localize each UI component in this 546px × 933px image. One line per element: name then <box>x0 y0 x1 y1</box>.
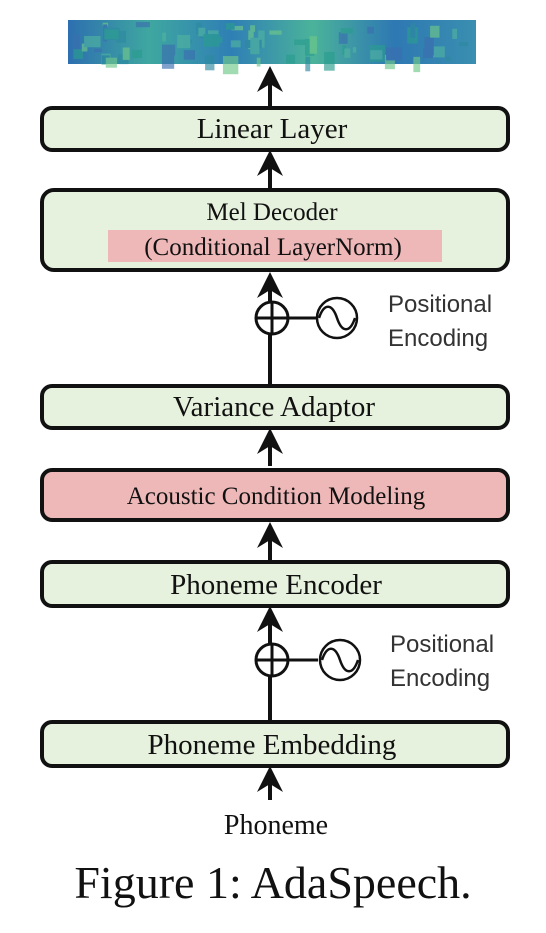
positional-encoding-lower: Positional Encoding <box>254 631 494 692</box>
figure-caption: Figure 1: AdaSpeech. <box>74 857 471 908</box>
linear-layer-block: Linear Layer <box>40 106 510 152</box>
conditional-layernorm-label: (Conditional LayerNorm) <box>144 234 402 261</box>
phoneme-input-label: Phoneme <box>224 810 328 841</box>
phoneme-embedding-label: Phoneme Embedding <box>148 729 397 761</box>
positional-encoding-lower-line1: Positional <box>390 631 494 658</box>
mel-decoder-block: Mel Decoder (Conditional LayerNorm) <box>40 188 510 272</box>
acoustic-condition-modeling-block: Acoustic Condition Modeling <box>40 468 510 522</box>
conditional-layernorm-highlight <box>108 230 442 262</box>
positional-encoding-upper-line1: Positional <box>388 291 492 318</box>
positional-encoding-lower-line2: Encoding <box>390 665 490 692</box>
arrow-to-acoustic-condition-modeling <box>257 522 283 560</box>
arrow-to-linear-layer <box>257 150 283 188</box>
variance-adaptor-block: Variance Adaptor <box>40 384 510 430</box>
phoneme-embedding-block: Phoneme Embedding <box>40 720 510 768</box>
arrow-to-variance-adaptor <box>257 428 283 466</box>
sine-wave-icon <box>315 296 359 340</box>
positional-encoding-upper: Positional Encoding <box>254 291 492 352</box>
mel-spectrogram-image <box>68 20 476 75</box>
positional-encoding-upper-line2: Encoding <box>388 325 488 352</box>
phoneme-encoder-block: Phoneme Encoder <box>40 560 510 608</box>
acoustic-condition-modeling-label: Acoustic Condition Modeling <box>127 483 426 510</box>
arrow-to-spectrogram <box>257 66 283 106</box>
linear-layer-label: Linear Layer <box>197 113 348 145</box>
sine-wave-icon <box>318 638 362 682</box>
arrow-to-phoneme-embedding <box>257 766 283 800</box>
mel-decoder-label: Mel Decoder <box>206 199 338 226</box>
variance-adaptor-label: Variance Adaptor <box>173 391 375 423</box>
phoneme-encoder-label: Phoneme Encoder <box>170 569 382 601</box>
